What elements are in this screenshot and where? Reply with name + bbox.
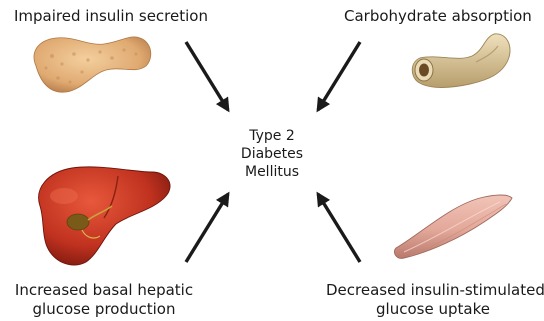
arrow-bottom-right	[318, 194, 360, 262]
intestine-icon	[412, 34, 510, 88]
factor-glucose-uptake: Decreased insulin-stimulated glucose upt…	[326, 281, 540, 319]
factor-hepatic-glucose-production: Increased basal hepatic glucose producti…	[10, 281, 198, 319]
factor-label-line: Carbohydrate absorption	[344, 7, 532, 26]
factor-label-line: Decreased insulin-stimulated	[326, 281, 540, 300]
factor-label-line: Increased basal hepatic	[10, 281, 198, 300]
center-condition-label: Type 2 Diabetes Mellitus	[232, 127, 312, 181]
pancreas-icon	[34, 37, 151, 92]
center-line: Type 2	[232, 127, 312, 145]
liver-icon	[39, 167, 170, 265]
factor-carbohydrate-absorption: Carbohydrate absorption	[344, 7, 532, 26]
factor-impaired-insulin-secretion: Impaired insulin secretion	[14, 7, 208, 26]
arrow-bottom-left	[186, 194, 228, 262]
center-line: Diabetes	[232, 145, 312, 163]
factor-label-line: Impaired insulin secretion	[14, 7, 208, 26]
arrow-top-right	[318, 42, 360, 110]
factor-label-line: glucose uptake	[326, 300, 540, 319]
center-line: Mellitus	[232, 163, 312, 181]
arrow-top-left	[186, 42, 228, 110]
factor-label-line: glucose production	[10, 300, 198, 319]
muscle-icon	[394, 195, 512, 258]
